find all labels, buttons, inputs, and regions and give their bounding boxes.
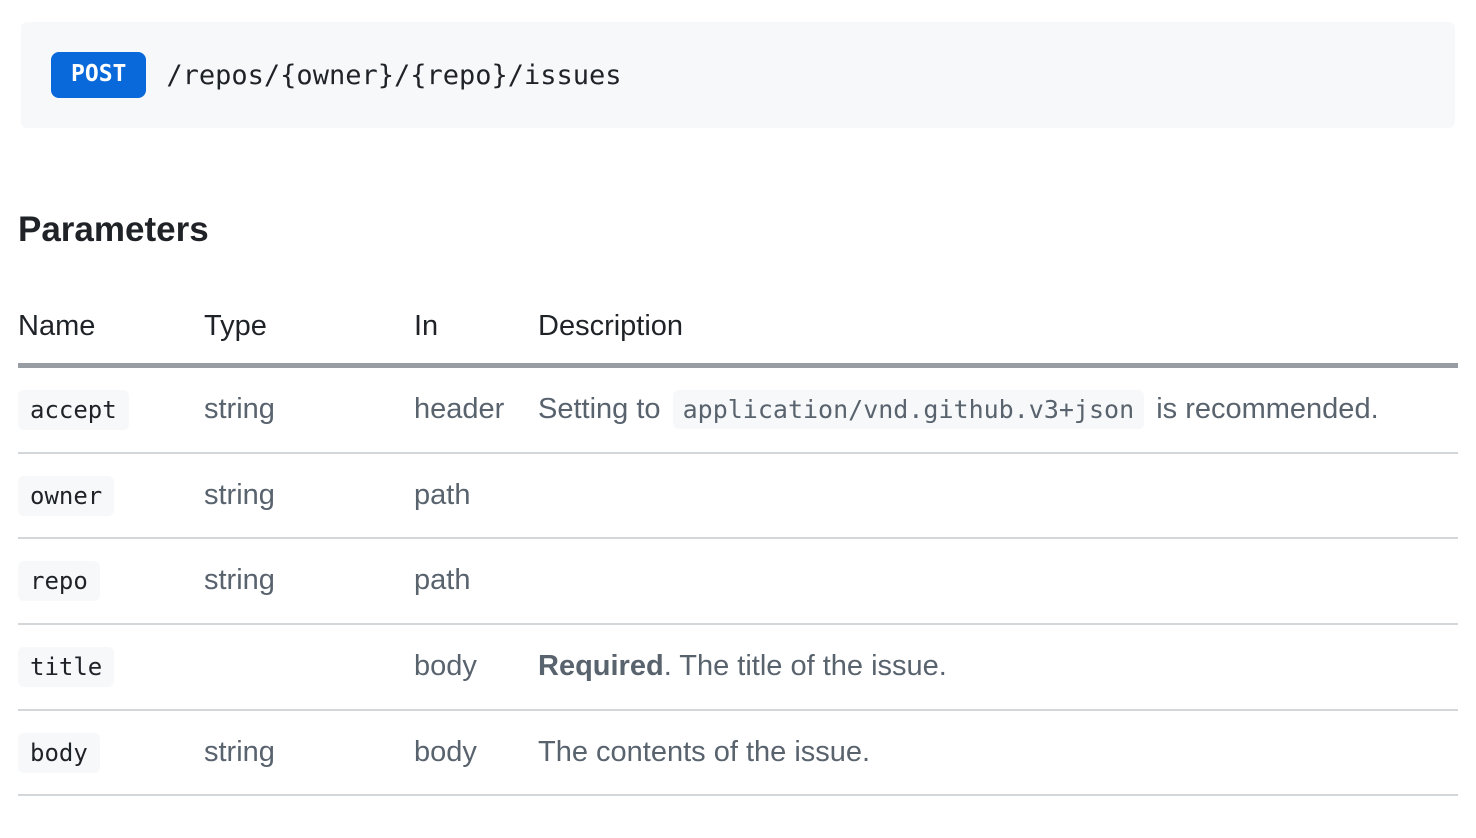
description-bold-text: Required [538, 650, 664, 683]
param-name-badge: body [18, 732, 100, 773]
column-header-description: Description [538, 250, 1458, 368]
param-name-badge: repo [18, 561, 100, 602]
param-in-cell: path [414, 538, 538, 626]
param-in-cell: header [414, 365, 538, 454]
param-name-cell: title [18, 624, 204, 711]
description-text: Setting to [538, 393, 669, 425]
param-type-cell: string [204, 538, 414, 626]
param-type-cell: string [204, 365, 414, 454]
param-in-cell: path [414, 452, 538, 540]
param-name-cell: owner [18, 452, 204, 540]
param-type-cell: string [204, 452, 414, 540]
param-name-cell: accept [18, 365, 204, 454]
description-text: The contents of the issue. [538, 735, 871, 768]
http-method-badge: POST [51, 52, 147, 98]
description-text: is recommended. [1148, 393, 1379, 425]
inline-code: application/vnd.github.v3+json [672, 390, 1145, 429]
param-in-cell: body [414, 709, 538, 797]
param-type-cell [204, 624, 414, 711]
param-description-cell [538, 452, 1458, 540]
param-name-badge: owner [18, 475, 115, 516]
param-description-cell: The contents of the issue. [538, 709, 1458, 797]
description-text: . The title of the issue. [663, 650, 947, 683]
param-description-cell: Setting to application/vnd.github.v3+jso… [538, 365, 1458, 454]
param-name-badge: title [18, 647, 115, 688]
endpoint-header: POST /repos/{owner}/{repo}/issues [21, 22, 1455, 128]
column-header-type: Type [204, 250, 414, 368]
param-name-cell: body [18, 709, 204, 797]
column-header-in: In [414, 250, 538, 368]
api-docs-page: POST /repos/{owner}/{repo}/issues Parame… [0, 22, 1476, 797]
param-type-cell: string [204, 709, 414, 797]
column-header-name: Name [18, 250, 204, 368]
param-in-cell: body [414, 624, 538, 711]
endpoint-path: /repos/{owner}/{repo}/issues [166, 59, 622, 91]
param-name-cell: repo [18, 538, 204, 626]
param-name-badge: accept [18, 390, 129, 430]
param-description-cell: Required. The title of the issue. [538, 624, 1458, 711]
param-description-cell [538, 538, 1458, 626]
table-header-row: Name Type In Description [18, 250, 1458, 368]
parameters-heading: Parameters [18, 210, 209, 249]
